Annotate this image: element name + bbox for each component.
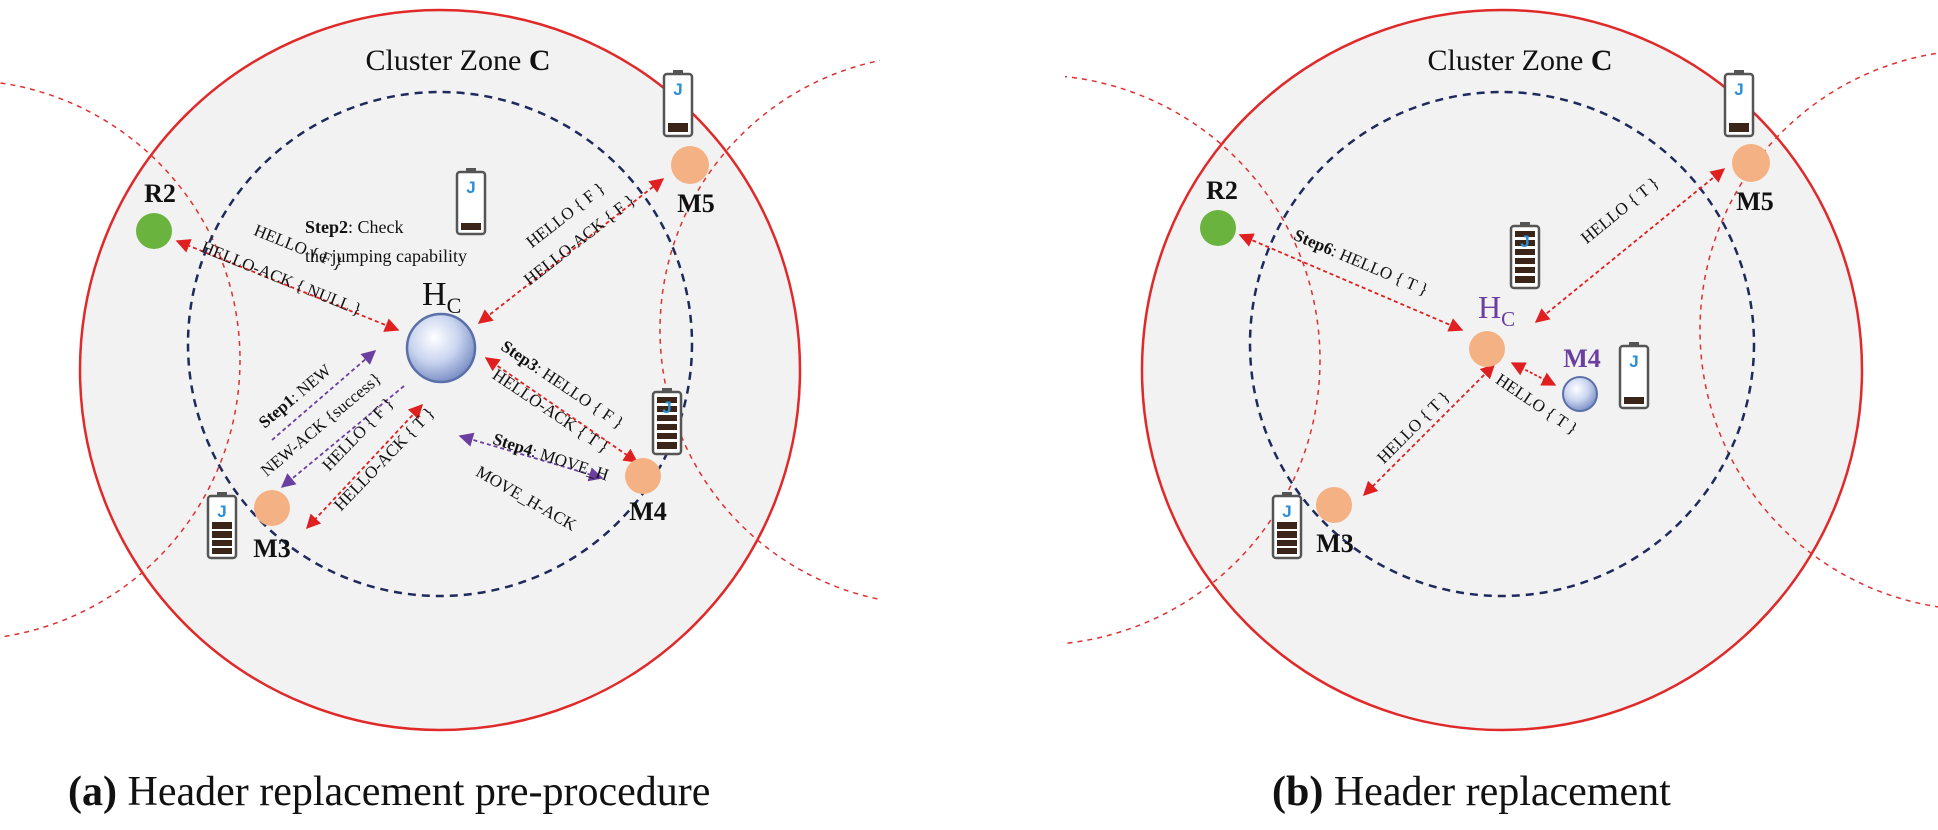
node-m3-label: M3	[253, 534, 291, 563]
arrow-hc-m3	[306, 403, 423, 530]
node-r2	[136, 213, 172, 249]
node-r2-label-b: R2	[1206, 176, 1238, 205]
neighbor-ranges-b	[1065, 52, 1938, 645]
arrow-hc-r2	[175, 239, 400, 332]
neighbor-range-left-b	[1065, 75, 1321, 645]
node-hc	[405, 312, 477, 384]
neighbor-range-right	[659, 59, 880, 601]
arrow-step4-moveh	[458, 432, 604, 482]
svg-text:J: J	[1282, 502, 1291, 521]
arrow-hc-r2-b	[1238, 233, 1464, 332]
arrow-hc-m4-b	[1510, 362, 1557, 386]
node-hc-label-b: HC	[1478, 289, 1515, 331]
arrow-hc-m5-b	[1534, 168, 1726, 323]
battery-m3: J	[206, 492, 238, 560]
svg-text:J: J	[1520, 232, 1529, 251]
node-m4-label: M4	[629, 497, 667, 526]
node-hc-label: HC	[422, 276, 461, 318]
node-m3-label-b: M3	[1316, 529, 1354, 558]
svg-text:J: J	[1629, 352, 1638, 371]
step2-label: Step2: Check	[305, 217, 404, 237]
svg-text:J: J	[673, 80, 682, 99]
node-m4-label-b: M4	[1563, 344, 1601, 373]
node-r2-b	[1200, 210, 1236, 246]
node-hc-b	[1469, 331, 1505, 367]
battery-m4: J	[651, 388, 683, 456]
node-m3	[254, 490, 290, 526]
panel-b: Cluster Zone C R2 M5 M3 HC M4 J	[1065, 8, 1938, 732]
battery-hc: J	[455, 168, 487, 236]
battery-m5: J	[662, 70, 694, 138]
panel-a: Cluster Zone C R2 M5 M3 M4 HC J	[0, 8, 880, 732]
arrow-hc-m3-b	[1362, 363, 1496, 497]
neighbor-range-left	[0, 82, 241, 638]
node-m5-label-b: M5	[1736, 187, 1774, 216]
arrow-hc-m5	[477, 178, 665, 324]
battery-m4-b: J	[1618, 342, 1650, 410]
battery-hc-b: J	[1509, 222, 1541, 290]
battery-m5-b: J	[1723, 70, 1755, 138]
svg-text:J: J	[217, 502, 226, 521]
zone-title: Cluster Zone C	[366, 44, 551, 77]
node-m4-b	[1562, 376, 1598, 412]
zone-title-b: Cluster Zone C	[1428, 44, 1613, 77]
inner-range-circle	[186, 90, 694, 598]
svg-text:J: J	[662, 398, 671, 417]
node-m4	[625, 458, 661, 494]
caption-b: (b) Header replacement	[1272, 769, 1671, 815]
caption-a: (a) Header replacement pre-procedure	[68, 769, 711, 815]
node-m3-b	[1316, 487, 1352, 523]
arrow-step1-new	[271, 350, 377, 441]
node-m5-label: M5	[677, 189, 715, 218]
node-m5-b	[1732, 144, 1770, 182]
svg-text:J: J	[1734, 80, 1743, 99]
node-m5	[671, 146, 709, 184]
node-r2-label: R2	[144, 179, 176, 208]
step2-label-line2: the jumping capability	[305, 246, 467, 266]
svg-text:J: J	[466, 178, 475, 197]
neighbor-ranges	[0, 59, 880, 638]
battery-m3-b: J	[1271, 492, 1303, 560]
arrow-hc-m4	[484, 357, 639, 463]
inner-range-circle-b	[1248, 90, 1756, 598]
